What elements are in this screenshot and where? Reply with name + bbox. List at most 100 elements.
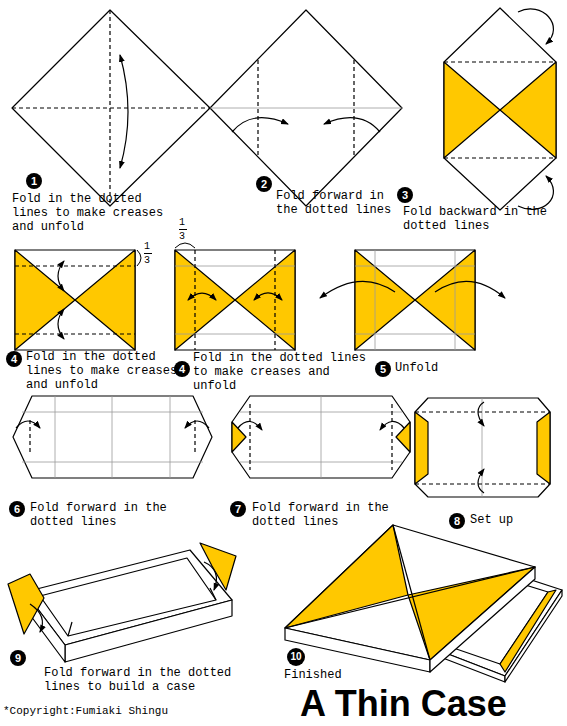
square-unfold — [435, 281, 505, 298]
finished-case — [430, 567, 535, 672]
step-number-text: 1 — [31, 176, 37, 187]
flat-sheet — [16, 421, 40, 428]
flat-sheet — [13, 396, 212, 478]
flat-sheet — [13, 396, 212, 478]
instruction-text: 3 — [179, 231, 185, 243]
square-unfold — [355, 266, 475, 267]
flat-sheet — [249, 404, 250, 470]
flat-sheet — [415, 483, 550, 484]
flat-sheet — [415, 412, 428, 484]
step-number: 1 — [26, 173, 42, 189]
flat-sheet — [391, 404, 392, 470]
square-unfold — [375, 250, 376, 350]
square-crease — [175, 334, 295, 335]
square-unfold — [320, 250, 505, 350]
instruction-text: *Copyright:Fumiaki Shingu — [3, 705, 223, 718]
flat-sheet — [478, 469, 484, 493]
square-crease — [144, 253, 152, 254]
step-number: 5 — [375, 361, 391, 377]
instruction-text: 3 — [144, 255, 150, 267]
diamond-fold — [232, 118, 288, 132]
title: A Thin Case — [300, 686, 507, 722]
tray-assembly — [30, 604, 42, 632]
flat-sheet — [321, 396, 322, 478]
square-crease — [175, 243, 195, 248]
step-number-text: 2 — [261, 179, 267, 190]
flat-sheet — [478, 402, 484, 426]
square-unfold — [455, 250, 456, 350]
square-unfold — [415, 250, 475, 350]
instruction-text: Fold in the dotted lines to make creases… — [26, 351, 186, 392]
step-number: 7 — [230, 501, 246, 517]
flat-sheet — [415, 398, 550, 497]
step-number-text: 5 — [380, 364, 386, 375]
instruction-text: Set up — [470, 514, 550, 528]
square-crease — [274, 250, 275, 350]
tray-assembly — [200, 543, 236, 590]
square-crease — [194, 250, 195, 350]
square-crease — [175, 250, 295, 350]
square-crease — [15, 250, 152, 350]
flat-sheet — [112, 396, 113, 478]
diamond-fold — [353, 60, 354, 156]
flat-sheet — [185, 421, 209, 428]
flat-sheet — [537, 412, 550, 484]
instruction-text: Fold in the dotted lines to make creases… — [193, 352, 368, 393]
step-number: 8 — [449, 513, 465, 529]
bowtie-shape — [518, 176, 553, 209]
step-number-text: 6 — [14, 504, 20, 515]
square-crease — [137, 250, 141, 266]
step-number-text: 4 — [11, 354, 17, 365]
flat-sheet — [380, 421, 404, 430]
square-crease — [15, 333, 135, 334]
square-crease — [15, 250, 75, 350]
square-crease — [179, 229, 187, 230]
flat-sheet — [194, 420, 195, 454]
flat-sheet — [232, 396, 410, 478]
bowtie-shape — [518, 9, 553, 44]
step-number: 6 — [9, 501, 25, 517]
step-number-text: 8 — [454, 516, 460, 527]
step-number-text: 3 — [402, 190, 408, 201]
step-number: 9 — [10, 650, 26, 666]
square-diamond — [12, 107, 210, 108]
tray-assembly — [65, 600, 232, 662]
instruction-text: Fold backward in the dotted lines — [403, 206, 548, 234]
flat-sheet — [238, 421, 262, 430]
square-diamond — [12, 10, 210, 206]
flat-sheet — [55, 396, 56, 478]
instruction-text: Fold forward in the dotted lines — [30, 502, 210, 530]
square-crease — [175, 250, 235, 350]
square-unfold — [355, 250, 475, 350]
diamond-fold — [257, 60, 258, 156]
step-number: 3 — [397, 187, 413, 203]
finished-case — [285, 628, 430, 672]
tray-assembly — [8, 543, 236, 662]
tray-assembly — [210, 588, 216, 600]
square-crease — [188, 293, 216, 300]
step-number-text: 9 — [15, 653, 21, 664]
square-crease — [254, 293, 282, 300]
instruction-text: 1 — [179, 217, 185, 229]
flat-sheet — [22, 462, 203, 463]
instruction-text: Fold forward in the dotted lines — [276, 190, 406, 218]
square-diamond — [120, 55, 128, 168]
instruction-text: Fold forward in the dotted lines to buil… — [44, 667, 236, 695]
finished-case — [285, 525, 562, 682]
bowtie-shape — [444, 8, 556, 210]
tray-assembly — [8, 574, 44, 634]
step-number-text: 4 — [179, 364, 185, 375]
instruction-text: Fold forward in the dotted lines — [252, 502, 402, 530]
flat-sheet — [232, 396, 410, 478]
square-diamond — [109, 10, 110, 206]
figure-part — [8, 8, 562, 682]
square-crease — [15, 250, 135, 350]
bowtie-shape — [500, 62, 556, 158]
flat-sheet — [415, 411, 550, 412]
diamond-fold — [210, 108, 402, 109]
bowtie-shape — [444, 8, 556, 210]
bowtie-shape — [444, 157, 556, 158]
bowtie-shape — [444, 61, 556, 62]
square-unfold — [355, 250, 415, 350]
diamond-fold — [210, 10, 402, 206]
